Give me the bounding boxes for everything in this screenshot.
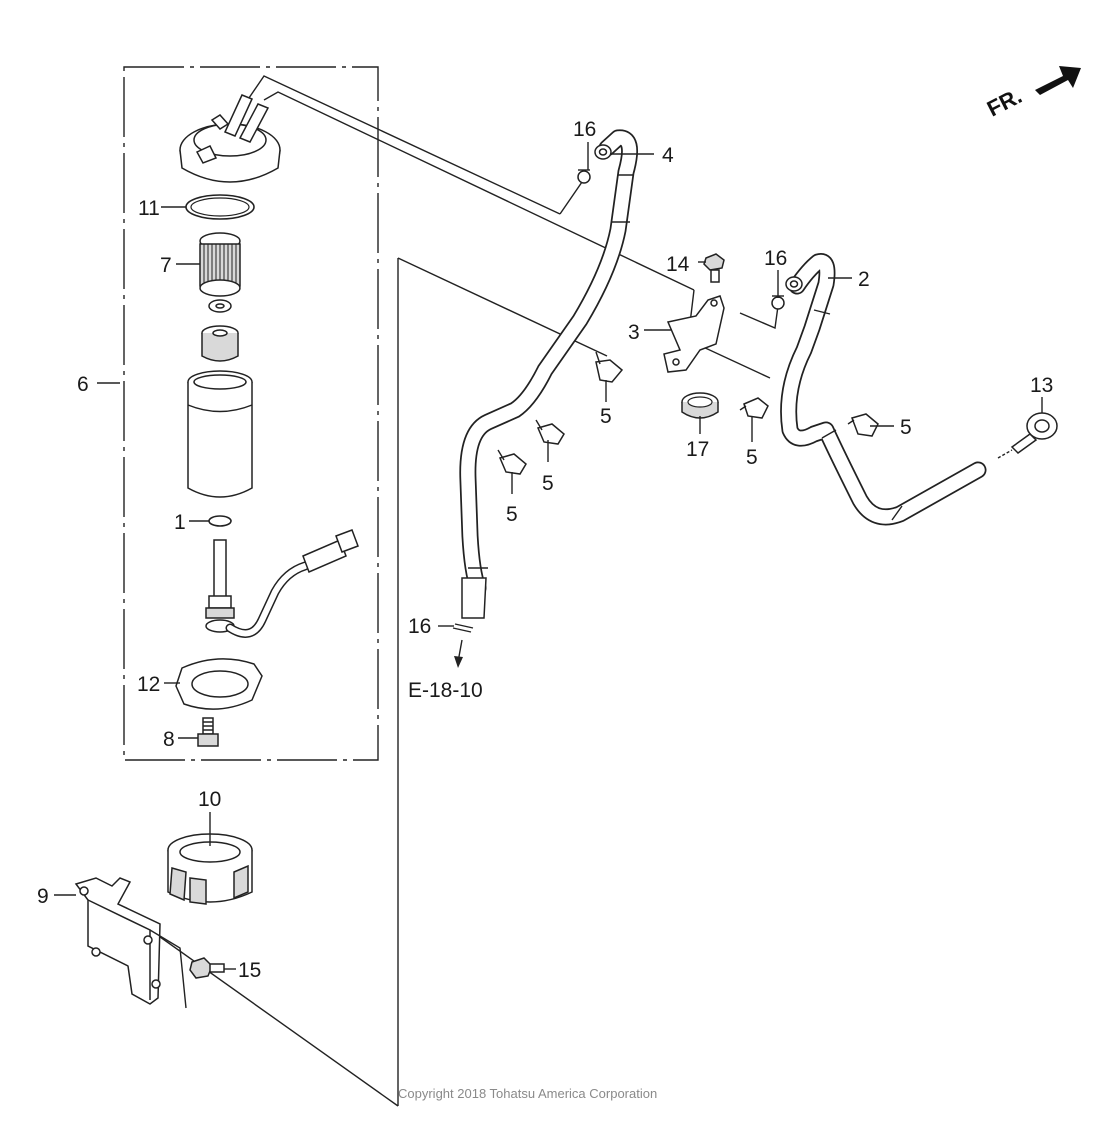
filter-cup (187, 370, 253, 498)
callout-5-e: 5 (900, 416, 912, 439)
hose-clip-e (847, 413, 879, 437)
hose-clip-b (535, 419, 565, 445)
filter-float (201, 325, 239, 362)
front-arrow-icon (1035, 66, 1081, 95)
hose-clip-a (595, 351, 624, 383)
callout-10: 10 (198, 788, 221, 811)
callout-11: 11 (138, 197, 160, 220)
callout-12: 12 (137, 673, 160, 696)
filter-holder (167, 833, 253, 905)
water-sensor (205, 529, 359, 638)
callout-1: 1 (174, 511, 186, 534)
assembly-6-group-box (123, 66, 379, 761)
hose-band-clip-c (452, 623, 474, 633)
hose-clip-d (739, 397, 769, 419)
callout-5-b: 5 (542, 472, 554, 495)
sensor-flange-gasket (175, 658, 263, 710)
callout-4: 4 (662, 144, 674, 167)
callout-16-upper: 16 (573, 118, 596, 141)
hose-stay-bracket (663, 295, 725, 373)
callout-2: 2 (858, 268, 870, 291)
screw-8 (197, 717, 219, 747)
hose-band-clip-a (577, 169, 591, 184)
cross-reference-label: E-18-10 (408, 679, 483, 702)
o-ring-small (208, 515, 232, 527)
filter-washer (208, 299, 232, 313)
callout-5-c: 5 (506, 503, 518, 526)
mounting-bracket (74, 877, 187, 1009)
callout-labels: 11 7 6 1 12 8 10 9 15 16 4 14 16 2 3 13 … (37, 118, 1053, 982)
fuel-hose-4 (459, 129, 639, 619)
callout-5-d: 5 (746, 446, 758, 469)
callout-16-lower: 16 (408, 615, 431, 638)
fuel-hose-2 (780, 253, 987, 526)
reference-lines (107, 75, 779, 1107)
callout-3: 3 (628, 321, 640, 344)
callout-17: 17 (686, 438, 709, 461)
callout-14: 14 (666, 253, 690, 276)
front-direction-label: FR. (983, 83, 1026, 121)
callout-5-a: 5 (600, 405, 612, 428)
o-ring-large (185, 194, 255, 220)
bolt-14 (703, 253, 725, 283)
front-direction-indicator: FR. (983, 66, 1081, 121)
callout-15: 15 (238, 959, 261, 982)
hose-clamp-ring (681, 392, 719, 419)
callout-13: 13 (1030, 374, 1053, 397)
callout-7: 7 (160, 254, 172, 277)
ground-terminal (997, 412, 1058, 459)
callout-8: 8 (163, 728, 175, 751)
callout-16-right: 16 (764, 247, 787, 270)
filter-element (199, 232, 241, 297)
callout-9: 9 (37, 885, 49, 908)
filter-cap (179, 94, 281, 183)
callout-6: 6 (77, 373, 89, 396)
hose-clip-c (497, 449, 527, 475)
bolt-15 (189, 957, 225, 979)
copyright-notice: Copyright 2018 Tohatsu America Corporati… (398, 1086, 657, 1101)
callout-leaders (54, 142, 1043, 970)
